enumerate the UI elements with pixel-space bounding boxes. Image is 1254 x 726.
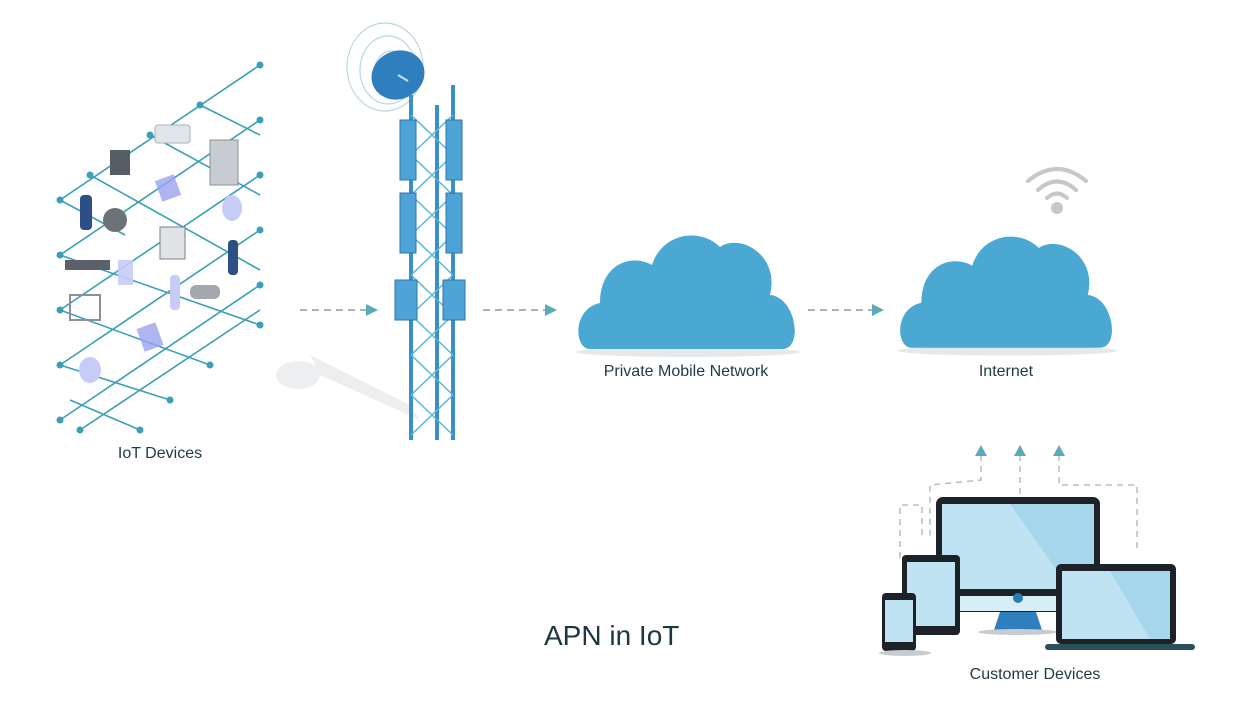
customer-devices-label: Customer Devices — [969, 666, 1101, 683]
internet-cloud-icon — [897, 236, 1118, 356]
arrow-iot-to-tower — [300, 304, 378, 316]
arrow-private-network-to-internet — [808, 304, 884, 316]
private-network-cloud-icon — [576, 235, 800, 357]
private-mobile-network-label: Private Mobile Network — [603, 363, 769, 380]
wifi-icon — [1026, 167, 1088, 214]
internet-label: Internet — [978, 363, 1034, 380]
cell-tower-icon — [276, 22, 466, 440]
diagram-title: APN in IoT — [544, 620, 680, 651]
arrow-tower-to-private-network — [483, 304, 557, 316]
customer-devices-icon — [879, 445, 1195, 656]
iot-devices-label: IoT Devices — [117, 445, 203, 462]
iot-device-grid-icon — [56, 61, 264, 434]
